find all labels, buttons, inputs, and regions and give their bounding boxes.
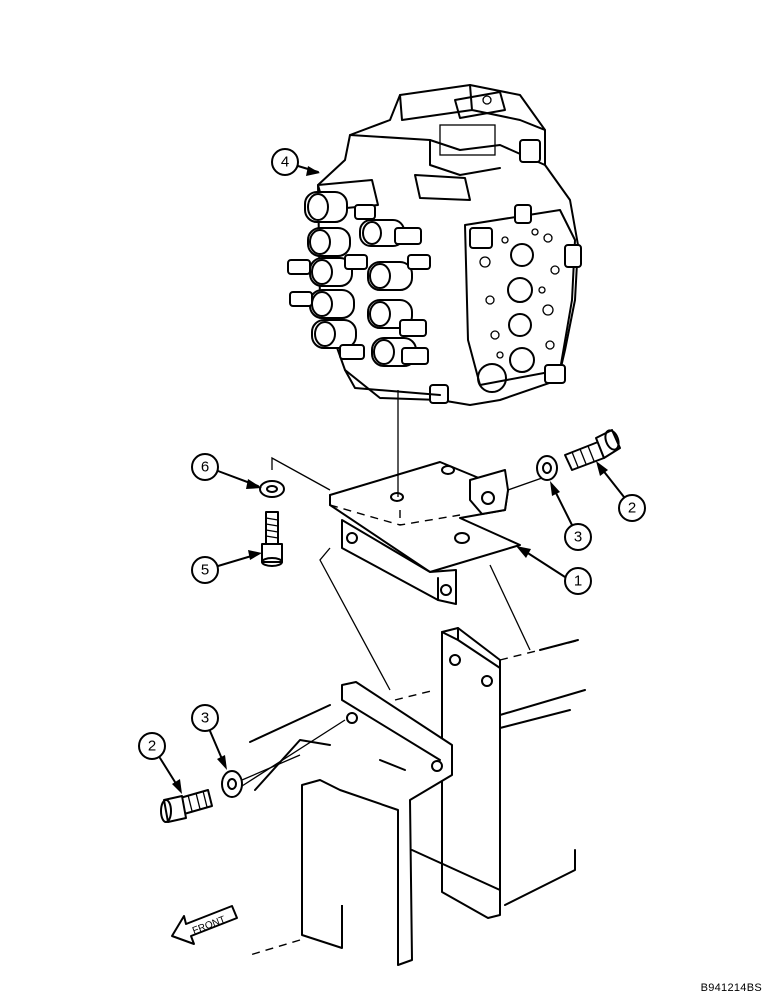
callout-1: 1 xyxy=(516,546,592,595)
callout-2-lower-label: 2 xyxy=(148,738,156,755)
frame xyxy=(249,627,586,966)
control-valve xyxy=(287,84,582,406)
callout-3-upper-label: 3 xyxy=(574,529,582,546)
front-arrow: FRONT xyxy=(171,905,238,945)
callout-6-label: 6 xyxy=(201,459,209,476)
callout-4: 4 xyxy=(271,148,320,176)
callout-3-lower-label: 3 xyxy=(201,710,209,727)
washer-upper xyxy=(536,455,558,481)
callout-5-label: 5 xyxy=(201,562,209,579)
washer-lower xyxy=(221,770,243,798)
callout-2-upper: 2 xyxy=(596,461,646,522)
callout-2-lower: 2 xyxy=(138,732,182,794)
callout-1-label: 1 xyxy=(574,573,582,590)
mounting-bracket xyxy=(329,461,521,605)
assembly-lines xyxy=(241,390,543,787)
callout-3-lower: 3 xyxy=(191,704,227,770)
callout-3-upper: 3 xyxy=(550,481,592,551)
callout-2-upper-label: 2 xyxy=(628,500,636,517)
callout-6: 6 xyxy=(191,453,262,489)
bolt-vertical xyxy=(261,511,283,567)
callout-5: 5 xyxy=(191,550,262,584)
drawing-id: B941214BS xyxy=(700,982,762,994)
washer-left xyxy=(259,480,285,498)
port-holes xyxy=(477,228,560,393)
bolt-upper xyxy=(564,429,621,471)
callout-4-label: 4 xyxy=(281,154,289,171)
bolt-lower xyxy=(160,789,213,823)
spool-caps xyxy=(287,179,431,367)
